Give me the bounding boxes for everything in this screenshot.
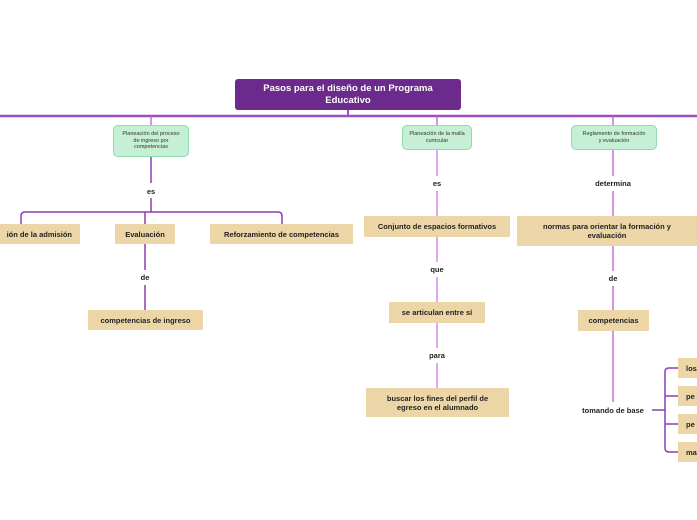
node-se-articulan[interactable]: se articulan entre sí <box>389 302 485 323</box>
node-buscar-fines[interactable]: buscar los fines del perfil de egreso en… <box>366 388 509 417</box>
branch-malla-curricular-label: Planeación de la malla curricular <box>409 130 465 144</box>
branch-malla-curricular[interactable]: Planeación de la malla curricular <box>402 125 472 150</box>
node-buscar-fines-label: buscar los fines del perfil de egreso en… <box>386 393 489 412</box>
node-normas[interactable]: normas para orientar la formación y eval… <box>517 216 697 246</box>
node-conjunto-espacios[interactable]: Conjunto de espacios formativos <box>364 216 510 237</box>
leaf-node-2-label: pe <box>686 391 695 401</box>
root-topic-label: Pasos para el diseño de un Programa Educ… <box>263 83 433 106</box>
link-es-b1: es <box>146 187 156 196</box>
branch-planeacion-ingreso-label: Planeación del proceso de ingreso por co… <box>122 131 180 151</box>
leaf-node-4[interactable]: ma <box>678 442 697 462</box>
leaf-node-2[interactable]: pe <box>678 386 697 406</box>
link-tomando-de-base: tomando de base <box>582 406 644 415</box>
link-determina-b3: determina <box>595 179 631 188</box>
node-admision-label: ión de la admisión <box>6 229 72 239</box>
leaf-node-3[interactable]: pe <box>678 414 697 434</box>
leaf-node-1[interactable]: los <box>678 358 697 378</box>
root-topic[interactable]: Pasos para el diseño de un Programa Educ… <box>235 79 461 110</box>
branch-reglamento-label: Reglamento de formación y evaluación <box>582 130 646 144</box>
node-admision[interactable]: ión de la admisión <box>0 224 80 244</box>
link-que-b2: que <box>430 265 444 274</box>
leaf-node-3-label: pe <box>686 419 695 429</box>
node-competencias-ingreso-label: competencias de ingreso <box>100 315 191 325</box>
node-evaluacion[interactable]: Evaluación <box>115 224 175 244</box>
link-es-b2: es <box>432 179 442 188</box>
node-evaluacion-label: Evaluación <box>125 229 165 239</box>
node-competencias[interactable]: competencias <box>578 310 649 331</box>
link-de-b1: de <box>140 273 150 282</box>
link-para-b2: para <box>429 351 445 360</box>
node-conjunto-espacios-label: Conjunto de espacios formativos <box>377 222 497 231</box>
node-reforzamiento[interactable]: Reforzamiento de competencias <box>210 224 353 244</box>
node-competencias-label: competencias <box>588 316 639 325</box>
node-normas-label: normas para orientar la formación y eval… <box>543 222 671 240</box>
branch-reglamento[interactable]: Reglamento de formación y evaluación <box>571 125 657 150</box>
leaf-node-1-label: los <box>686 363 697 373</box>
branch-planeacion-ingreso[interactable]: Planeación del proceso de ingreso por co… <box>113 125 189 157</box>
node-reforzamiento-label: Reforzamiento de competencias <box>223 229 340 239</box>
link-de-b3: de <box>608 274 618 283</box>
node-competencias-ingreso[interactable]: competencias de ingreso <box>88 310 203 330</box>
leaf-node-4-label: ma <box>686 447 697 457</box>
node-se-articulan-label: se articulan entre sí <box>401 308 473 317</box>
